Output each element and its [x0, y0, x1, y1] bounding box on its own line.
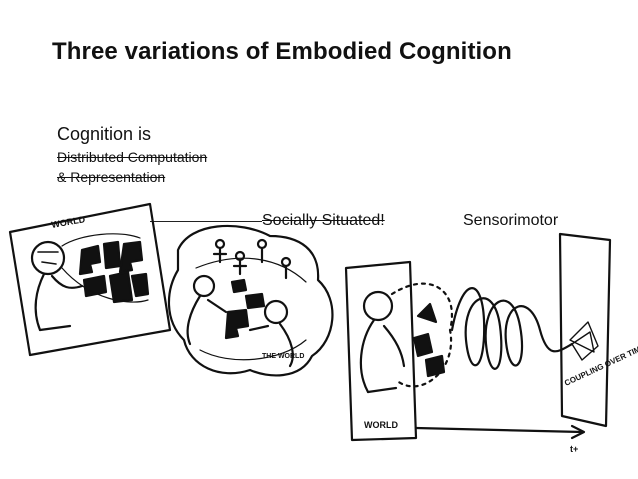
struck-distributed-computation: Distributed Computation	[57, 149, 208, 165]
sensorimotor-label: Sensorimotor	[463, 212, 559, 229]
world-frame-3	[344, 260, 418, 442]
world-label-1: WORLD	[51, 214, 87, 230]
slide-title: Three variations of Embodied Cognition	[52, 38, 512, 65]
cognition-is-label: Cognition is	[57, 124, 152, 144]
socially-situated-label: Socially Situated!	[262, 212, 385, 229]
individual-cognition-sketch	[8, 202, 172, 357]
time-label: t+	[570, 444, 578, 454]
connector-line	[150, 221, 262, 222]
world-label-3: WORLD	[364, 420, 398, 430]
sensorimotor-sketch	[344, 232, 612, 442]
social-cognition-sketch	[167, 224, 334, 377]
world-frame-1	[8, 202, 172, 357]
struck-representation: & Representation	[57, 169, 166, 185]
coupling-frame	[558, 232, 612, 428]
world-label-2: THE WORLD	[262, 353, 304, 360]
